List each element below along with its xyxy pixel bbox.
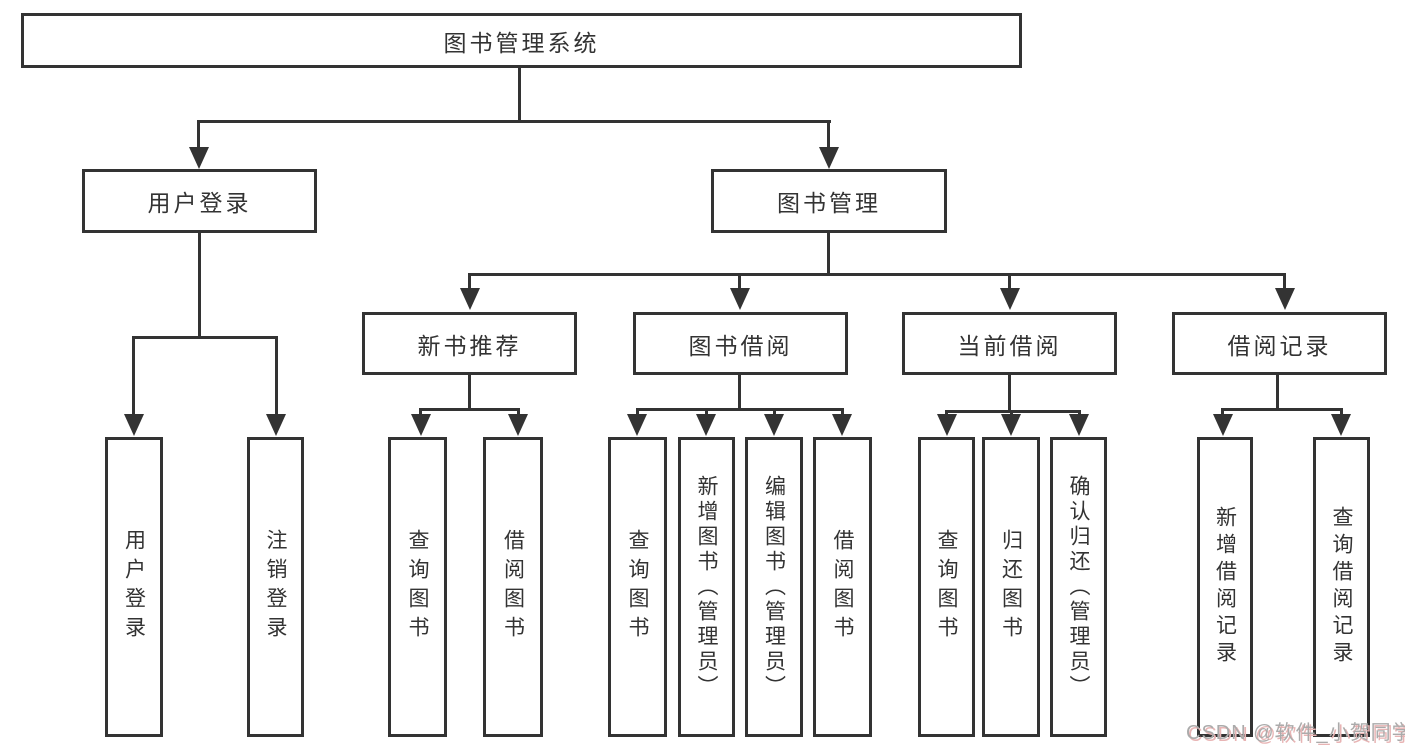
leaf-label: 借阅图书 <box>501 529 525 645</box>
arrowhead-down <box>266 414 286 436</box>
connector-line <box>275 336 278 416</box>
connector-line <box>1221 408 1224 418</box>
leaf-label: 查询图书 <box>406 529 429 645</box>
connector-line <box>773 408 776 418</box>
leaf-label: 确认归还（管理员） <box>1067 474 1090 700</box>
leaf-add-book-admin: 新增图书（管理员） <box>678 437 735 737</box>
leaf-query-book-current: 查询图书 <box>918 437 975 737</box>
connector-line <box>1008 273 1011 291</box>
connector-line <box>198 233 201 336</box>
leaf-label: 注销登录 <box>264 529 287 645</box>
connector-line <box>705 408 708 418</box>
arrowhead-down <box>1069 414 1089 436</box>
node-book-borrow: 图书借阅 <box>633 312 848 375</box>
arrowhead-down <box>764 414 784 436</box>
connector-line <box>841 408 844 418</box>
leaf-return-book: 归还图书 <box>982 437 1040 737</box>
node-library-management-system: 图书管理系统 <box>21 13 1022 68</box>
arrowhead-down <box>124 414 144 436</box>
node-new-book-recommend: 新书推荐 <box>362 312 577 375</box>
node-label: 图书管理系统 <box>443 29 600 56</box>
leaf-label: 新增图书（管理员） <box>695 474 718 700</box>
node-current-borrow: 当前借阅 <box>902 312 1117 375</box>
arrowhead-down <box>819 147 839 169</box>
leaf-label: 借阅图书 <box>831 529 854 645</box>
arrowhead-down <box>508 414 528 436</box>
csdn-watermark: CSDN @软件_小贺同学 <box>1186 722 1405 744</box>
connector-line <box>1276 375 1279 408</box>
connector-line <box>197 120 200 150</box>
connector-line <box>827 233 830 273</box>
connector-line <box>468 273 1286 276</box>
connector-line <box>738 273 741 291</box>
leaf-label: 查询图书 <box>626 529 649 645</box>
leaf-label: 查询借阅记录 <box>1330 506 1353 668</box>
connector-line <box>1008 375 1011 410</box>
arrowhead-down <box>411 414 431 436</box>
node-label: 图书管理 <box>777 190 881 216</box>
arrowhead-down <box>1331 414 1351 436</box>
arrowhead-down <box>1275 288 1295 310</box>
arrowhead-down <box>189 147 209 169</box>
connector-line <box>1221 408 1342 411</box>
leaf-user-login: 用户登录 <box>105 437 163 737</box>
arrowhead-down <box>937 414 957 436</box>
connector-line <box>132 336 135 416</box>
leaf-logout: 注销登录 <box>247 437 304 737</box>
leaf-query-book-borrow: 查询图书 <box>608 437 667 737</box>
connector-line <box>827 120 830 150</box>
node-book-management: 图书管理 <box>711 169 947 233</box>
node-label: 用户登录 <box>147 190 252 216</box>
leaf-label: 编辑图书（管理员） <box>762 474 786 700</box>
arrowhead-down <box>460 288 480 310</box>
connector-line <box>198 120 831 123</box>
connector-line <box>636 408 639 418</box>
leaf-label: 新增借阅记录 <box>1213 506 1237 668</box>
leaf-borrow-book-recommend: 借阅图书 <box>483 437 543 737</box>
connector-line <box>636 408 843 411</box>
connector-line <box>1283 273 1286 291</box>
leaf-label: 查询图书 <box>935 529 958 645</box>
arrowhead-down <box>832 414 852 436</box>
leaf-add-borrow-record: 新增借阅记录 <box>1197 437 1253 737</box>
connector-line <box>517 408 520 418</box>
node-label: 借阅记录 <box>1227 332 1332 359</box>
arrowhead-down <box>627 414 647 436</box>
connector-line <box>419 408 422 418</box>
arrowhead-down <box>730 288 750 310</box>
node-label: 图书借阅 <box>688 332 793 359</box>
arrowhead-down <box>1213 414 1233 436</box>
connector-line <box>132 336 278 339</box>
node-borrow-record: 借阅记录 <box>1172 312 1387 375</box>
leaf-label: 用户登录 <box>122 529 146 645</box>
leaf-borrow-book: 借阅图书 <box>813 437 872 737</box>
arrowhead-down <box>1000 288 1020 310</box>
node-user-login: 用户登录 <box>82 169 317 233</box>
connector-line <box>468 273 471 291</box>
leaf-label: 归还图书 <box>999 529 1023 645</box>
connector-line <box>419 408 520 411</box>
leaf-query-book-recommend: 查询图书 <box>388 437 447 737</box>
leaf-edit-book-admin: 编辑图书（管理员） <box>745 437 803 737</box>
leaf-query-borrow-record: 查询借阅记录 <box>1313 437 1370 737</box>
connector-line <box>945 410 1081 413</box>
node-label: 新书推荐 <box>417 332 522 359</box>
arrowhead-down <box>696 414 716 436</box>
node-label: 当前借阅 <box>957 332 1062 359</box>
connector-line <box>1340 408 1343 418</box>
connector-line <box>468 375 471 408</box>
connector-line <box>738 375 741 408</box>
arrowhead-down <box>1001 414 1021 436</box>
leaf-confirm-return-admin: 确认归还（管理员） <box>1050 437 1107 737</box>
connector-line <box>518 68 521 120</box>
